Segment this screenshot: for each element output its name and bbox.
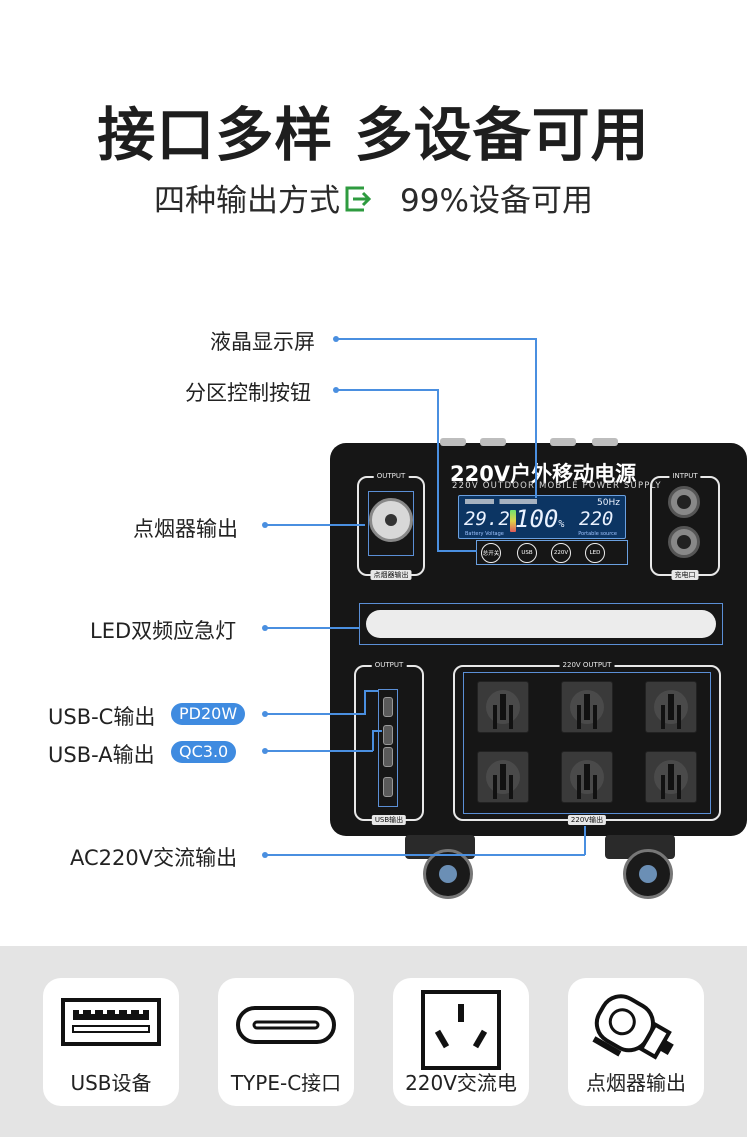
panel-caption: OUTPUT bbox=[371, 661, 407, 669]
ac-socket[interactable] bbox=[477, 681, 529, 733]
ac-switch-button[interactable]: 220V bbox=[551, 543, 571, 563]
lcd-percent: 100% bbox=[515, 505, 565, 533]
main-switch-button[interactable]: 总开关 bbox=[481, 543, 501, 563]
control-button-row: 总开关 USB 220V LED bbox=[476, 540, 628, 565]
callout-line bbox=[265, 750, 373, 752]
callout-line bbox=[372, 730, 374, 751]
callout-line bbox=[364, 690, 378, 692]
caster-wheel bbox=[605, 835, 675, 900]
top-knob bbox=[440, 438, 466, 446]
callout-line bbox=[535, 338, 537, 498]
callout-line bbox=[265, 713, 365, 715]
callout-line bbox=[437, 550, 477, 552]
card-label: TYPE-C接口 bbox=[230, 1071, 342, 1095]
subheadline: 四种输出方式 99%设备可用 bbox=[0, 175, 747, 220]
top-knob bbox=[550, 438, 576, 446]
lcd-output-voltage: 220 bbox=[579, 508, 614, 530]
card-label: 220V交流电 bbox=[405, 1071, 517, 1095]
lcd-frequency: 50Hz bbox=[597, 498, 620, 508]
feature-card-usb: USB设备 bbox=[43, 978, 179, 1106]
callout-lcd-label: 液晶显示屏 bbox=[210, 330, 315, 354]
callout-line bbox=[364, 690, 366, 715]
panel-footer: 点烟器输出 bbox=[370, 570, 412, 580]
callout-led-label: LED双频应急灯 bbox=[90, 619, 237, 643]
callout-usba-label: USB-A输出 bbox=[48, 743, 155, 767]
type-c-icon bbox=[236, 1006, 336, 1044]
charge-port[interactable] bbox=[668, 526, 700, 558]
lcd-caption-left: Battery Voltage bbox=[465, 531, 504, 537]
lcd-battery-voltage: 29.2 bbox=[464, 508, 510, 530]
led-switch-button[interactable]: LED bbox=[585, 543, 605, 563]
ac-socket[interactable] bbox=[645, 681, 697, 733]
top-knob bbox=[480, 438, 506, 446]
callout-cigarette-label: 点烟器输出 bbox=[133, 517, 238, 541]
charge-port[interactable] bbox=[668, 486, 700, 518]
feature-card-ac: 220V交流电 bbox=[393, 978, 529, 1106]
usb-c-port[interactable] bbox=[383, 777, 393, 797]
output-arrow-icon bbox=[345, 186, 372, 212]
caster-wheel bbox=[405, 835, 475, 900]
callout-line bbox=[336, 338, 536, 340]
callout-line bbox=[336, 389, 438, 391]
panel-caption: 220V OUTPUT bbox=[559, 661, 615, 669]
callout-line bbox=[437, 389, 439, 551]
feature-band: USB设备 TYPE-C接口 220V交流电 点烟器输出 bbox=[0, 946, 747, 1137]
cigarette-panel: OUTPUT 点烟器输出 bbox=[357, 472, 425, 580]
usb-a-port[interactable] bbox=[383, 725, 393, 745]
usb-switch-button[interactable]: USB bbox=[517, 543, 537, 563]
panel-footer: 220V输出 bbox=[567, 815, 607, 825]
led-light-bar bbox=[366, 610, 716, 638]
callout-ac-label: AC220V交流输出 bbox=[70, 846, 238, 870]
input-panel: INTPUT 充电口 bbox=[650, 472, 720, 580]
highlight-frame bbox=[463, 672, 711, 814]
highlight-frame bbox=[368, 491, 414, 556]
panel-caption: OUTPUT bbox=[373, 472, 409, 480]
led-highlight-frame bbox=[359, 603, 723, 645]
panel-footer: 充电口 bbox=[671, 570, 699, 580]
usb-c-port[interactable] bbox=[383, 697, 393, 717]
usb-a-port[interactable] bbox=[383, 747, 393, 767]
lcd-display: 50Hz 29.2 100% 220 Battery Voltage Porta… bbox=[458, 495, 626, 539]
usba-badge: QC3.0 bbox=[171, 741, 237, 763]
cigarette-socket[interactable] bbox=[369, 498, 413, 542]
power-station: 220V户外移动电源 220V OUTDOOR MOBILE POWER SUP… bbox=[330, 438, 747, 836]
callout-line bbox=[265, 627, 360, 629]
ac-socket[interactable] bbox=[645, 751, 697, 803]
lcd-caption-right: Portable source bbox=[578, 531, 617, 537]
ac-socket[interactable] bbox=[477, 751, 529, 803]
callout-buttons-label: 分区控制按钮 bbox=[185, 381, 311, 405]
lcd-level-bars bbox=[510, 510, 516, 532]
ac-panel: 220V OUTPUT 220V输出 bbox=[453, 661, 721, 825]
device-subtitle: 220V OUTDOOR MOBILE POWER SUPPLY bbox=[452, 481, 662, 491]
usbc-badge: PD20W bbox=[171, 703, 246, 725]
card-label: USB设备 bbox=[70, 1071, 152, 1095]
subheadline-right: 99%设备可用 bbox=[400, 183, 593, 219]
callout-line bbox=[584, 826, 586, 855]
feature-card-car: 点烟器输出 bbox=[568, 978, 704, 1106]
panel-footer: USB输出 bbox=[371, 815, 407, 825]
device-title: 220V户外移动电源 bbox=[450, 462, 637, 486]
ac-socket-icon bbox=[421, 990, 501, 1070]
usb-a-icon bbox=[61, 998, 161, 1046]
feature-card-typec: TYPE-C接口 bbox=[218, 978, 354, 1106]
callout-line bbox=[265, 524, 365, 526]
highlight-frame bbox=[378, 689, 398, 807]
callout-line bbox=[265, 854, 585, 856]
lcd-status-bar bbox=[465, 499, 537, 504]
panel-caption: INTPUT bbox=[669, 472, 701, 480]
callout-line bbox=[372, 730, 382, 732]
card-label: 点烟器输出 bbox=[586, 1071, 686, 1095]
subheadline-left: 四种输出方式 bbox=[154, 183, 341, 219]
top-knob bbox=[592, 438, 618, 446]
callout-usbc-label: USB-C输出 bbox=[48, 705, 156, 729]
car-charger-icon bbox=[592, 994, 674, 1060]
headline: 接口多样 多设备可用 bbox=[97, 101, 650, 169]
ac-socket[interactable] bbox=[561, 751, 613, 803]
usb-panel: OUTPUT USB输出 bbox=[354, 661, 424, 825]
ac-socket[interactable] bbox=[561, 681, 613, 733]
